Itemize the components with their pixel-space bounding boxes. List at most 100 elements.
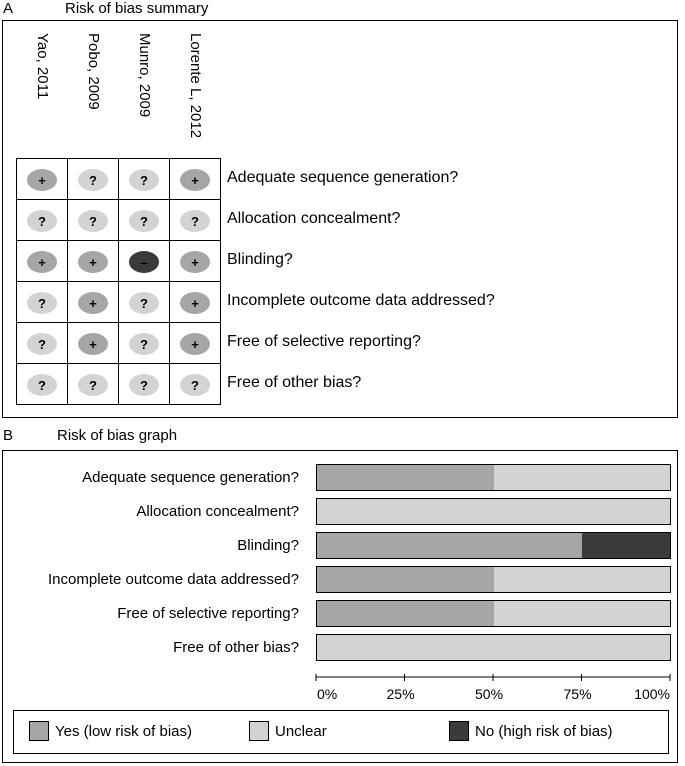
judgement-unclear-icon: ? <box>180 210 210 232</box>
category-label: Adequate sequence generation? <box>82 469 299 486</box>
summary-cell: ? <box>16 281 68 323</box>
domain-label: Allocation concealment? <box>227 210 401 227</box>
category-label: Incomplete outcome data addressed? <box>48 571 299 588</box>
stacked-bar <box>316 566 671 593</box>
summary-cell: ? <box>67 199 119 241</box>
judgement-unclear-icon: ? <box>27 333 57 355</box>
bar-segment-yes <box>317 533 582 558</box>
judgement-unclear-icon: ? <box>27 292 57 314</box>
bar-segment-unclear <box>317 499 670 524</box>
summary-cell: + <box>16 240 68 282</box>
judgement-yes-icon: + <box>180 292 210 314</box>
bar-segment-yes <box>317 567 494 592</box>
summary-cell: + <box>169 240 221 282</box>
bar-segment-unclear <box>493 601 670 626</box>
judgement-unclear-icon: ? <box>129 374 159 396</box>
study-label: Pobo, 2009 <box>85 33 102 110</box>
domain-label: Free of selective reporting? <box>227 333 421 350</box>
category-label: Blinding? <box>237 537 299 554</box>
judgement-unclear-icon: ? <box>129 292 159 314</box>
x-tick-label: 100% <box>634 686 670 702</box>
summary-cell: ? <box>118 281 170 323</box>
summary-cell: + <box>67 240 119 282</box>
summary-cell: ? <box>16 363 68 405</box>
study-label: Lorente L, 2012 <box>187 33 204 139</box>
judgement-unclear-icon: ? <box>180 374 210 396</box>
summary-cell: + <box>169 158 221 200</box>
judgement-unclear-icon: ? <box>78 169 108 191</box>
judgement-unclear-icon: ? <box>27 374 57 396</box>
judgement-yes-icon: + <box>78 333 108 355</box>
judgement-yes-icon: + <box>180 333 210 355</box>
domain-label: Adequate sequence generation? <box>227 169 459 186</box>
legend-swatch <box>29 721 49 741</box>
study-label: Munro, 2009 <box>136 33 153 118</box>
judgement-yes-icon: + <box>78 251 108 273</box>
summary-cell: + <box>169 322 221 364</box>
summary-cell: ? <box>118 322 170 364</box>
summary-cell: + <box>169 281 221 323</box>
summary-cell: – <box>118 240 170 282</box>
legend-label: Unclear <box>275 722 327 740</box>
legend-item: Yes (low risk of bias) <box>29 721 192 741</box>
bar-segment-unclear <box>493 567 670 592</box>
bar-segment-no <box>581 533 670 558</box>
bar-segment-unclear <box>493 465 670 490</box>
bar-segment-unclear <box>317 635 670 660</box>
x-tick-label: 25% <box>386 686 415 702</box>
stacked-bar <box>316 600 671 627</box>
bar-segment-yes <box>317 465 494 490</box>
stacked-bar <box>316 498 671 525</box>
judgement-yes-icon: + <box>180 251 210 273</box>
legend: Yes (low risk of bias) Unclear No (high ri… <box>13 710 669 754</box>
judgement-yes-icon: + <box>78 292 108 314</box>
summary-cell: ? <box>118 363 170 405</box>
panel-b-letter: B <box>3 427 14 444</box>
category-label: Free of selective reporting? <box>117 605 299 622</box>
judgement-unclear-icon: ? <box>78 210 108 232</box>
summary-cell: ? <box>16 199 68 241</box>
x-tick-label: 75% <box>563 686 592 702</box>
judgement-yes-icon: + <box>180 169 210 191</box>
legend-label: Yes (low risk of bias) <box>55 722 192 740</box>
x-tick-label: 50% <box>475 686 504 702</box>
summary-cell: ? <box>67 158 119 200</box>
summary-cell: ? <box>118 158 170 200</box>
stacked-bar <box>316 634 671 661</box>
legend-item: Unclear <box>249 721 327 741</box>
summary-cell: ? <box>118 199 170 241</box>
domain-label: Incomplete outcome data addressed? <box>227 292 495 309</box>
x-tick-label: 0% <box>317 686 338 702</box>
stacked-bar <box>316 532 671 559</box>
summary-cell: + <box>67 322 119 364</box>
summary-cell: ? <box>169 199 221 241</box>
legend-item: No (high risk of bias) <box>449 721 613 741</box>
bar-segment-yes <box>317 601 494 626</box>
category-label: Allocation concealment? <box>136 503 299 520</box>
study-label: Yao, 2011 <box>34 33 51 100</box>
legend-swatch <box>449 721 469 741</box>
legend-label: No (high risk of bias) <box>475 722 613 740</box>
panel-b-box: Adequate sequence generation? Allocation … <box>2 450 678 763</box>
judgement-unclear-icon: ? <box>129 210 159 232</box>
judgement-no-icon: – <box>129 251 159 273</box>
judgement-yes-icon: + <box>27 169 57 191</box>
domain-label: Free of other bias? <box>227 374 362 391</box>
category-label: Free of other bias? <box>173 639 299 656</box>
summary-cell: ? <box>169 363 221 405</box>
panel-a-letter: A <box>3 0 14 17</box>
domain-label: Blinding? <box>227 251 293 268</box>
summary-cell: + <box>16 158 68 200</box>
summary-cell: ? <box>16 322 68 364</box>
panel-a-box: Yao, 2011 Pobo, 2009 Munro, 2009 Lorente L,… <box>2 20 678 418</box>
summary-cell: ? <box>67 363 119 405</box>
judgement-unclear-icon: ? <box>78 374 108 396</box>
judgement-unclear-icon: ? <box>129 333 159 355</box>
judgement-unclear-icon: ? <box>27 210 57 232</box>
judgement-unclear-icon: ? <box>129 169 159 191</box>
legend-swatch <box>249 721 269 741</box>
x-axis <box>315 674 671 681</box>
panel-b-title: Risk of bias graph <box>57 427 178 444</box>
stacked-bar <box>316 464 671 491</box>
summary-cell: + <box>67 281 119 323</box>
